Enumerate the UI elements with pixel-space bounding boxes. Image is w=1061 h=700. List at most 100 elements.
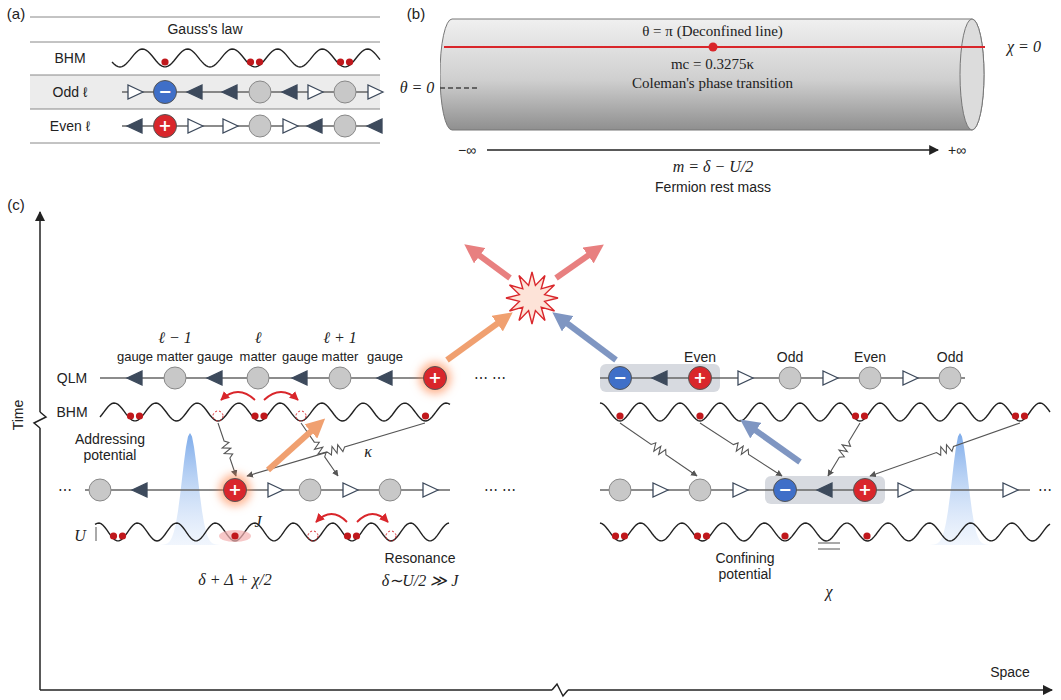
gauge-arrow: [307, 119, 322, 133]
table-rule: [30, 143, 380, 144]
axis-end: −∞: [458, 142, 476, 158]
charge-sign: −: [158, 84, 171, 100]
gauge-arrow: [1003, 483, 1018, 497]
charge-sign: +: [158, 118, 171, 134]
axis-label: Space: [990, 664, 1030, 680]
gauge-arrow: [127, 371, 142, 385]
cylinder-body: [440, 19, 984, 130]
row-label: QLM: [57, 370, 87, 386]
gauge-arrow: [187, 85, 202, 99]
boson-dot: [256, 58, 263, 65]
gauge-arrow: [377, 371, 392, 385]
row-label: BHM: [54, 50, 85, 66]
tilt-mark: [818, 549, 840, 550]
matter-site: [779, 367, 801, 389]
annotation: Confining potential: [705, 550, 785, 582]
boson-dot: [251, 412, 258, 419]
axis-label: m = δ − U/2: [673, 158, 754, 176]
axis-label: Time: [10, 400, 26, 431]
table-rule: [30, 109, 380, 110]
axis-label: Fermion rest mass: [655, 179, 771, 195]
bound-pair-band: [600, 364, 720, 392]
parity-label: Odd: [937, 349, 963, 365]
process-arrow: [447, 318, 505, 360]
gauge-arrow: [223, 119, 238, 133]
charge-sign: +: [693, 370, 706, 386]
gauge-arrow: [343, 483, 358, 497]
lattice-line: [100, 377, 445, 378]
coupling-line: [620, 423, 697, 476]
gauge-arrow: [207, 371, 222, 385]
hopping-arrow: [357, 514, 388, 522]
matter-site: [249, 115, 271, 137]
energy-label: U: [74, 527, 86, 545]
boson-dot: [1021, 412, 1028, 419]
laser-potential: [158, 433, 222, 545]
time-axis: [39, 212, 41, 412]
boson-dot: [119, 532, 126, 539]
matter-site: [89, 479, 111, 501]
potential-wave: [600, 523, 1050, 541]
energy-label: δ + Δ + χ/2: [198, 571, 271, 589]
matter-site: [249, 81, 271, 103]
site-type: gauge: [117, 350, 153, 365]
site-index: ℓ − 1: [158, 329, 191, 347]
positive-charge: +: [688, 366, 712, 390]
potential-wave: [100, 403, 450, 421]
positive-charge: +: [423, 366, 447, 390]
gauge-arrow: [268, 483, 283, 497]
ellipsis: ⋯ ⋯: [484, 482, 516, 498]
gauge-arrow: [898, 483, 913, 497]
gauge-arrow: [308, 85, 323, 99]
collision-burst: [506, 272, 558, 324]
matter-site: [689, 479, 711, 501]
boson-dot: [260, 412, 267, 419]
boson-dot: [136, 412, 143, 419]
table-rule: [30, 42, 380, 43]
gauge-arrow: [368, 85, 383, 99]
boson-dot: [703, 532, 710, 539]
gauge-arrow: [652, 371, 667, 385]
row-label: BHM: [56, 404, 87, 420]
matter-site: [334, 81, 356, 103]
site-type: matter: [322, 350, 359, 365]
boson-dot: [344, 532, 351, 539]
site-type: gauge: [197, 350, 233, 365]
theta-zero-line: [440, 87, 478, 88]
boson-dot: [337, 58, 344, 65]
matter-site: [939, 367, 961, 389]
boson-dot: [422, 412, 429, 419]
boson-dot: [353, 532, 360, 539]
gauge-arrow: [282, 85, 297, 99]
row-label: Even ℓ: [50, 118, 90, 134]
line-label: θ = π (Deconfined line): [642, 23, 783, 40]
boson-dot: [612, 532, 619, 539]
boson-dot: [861, 412, 868, 419]
site-type: matter: [157, 350, 194, 365]
potential-wave: [600, 403, 1050, 421]
panel-label: (b): [407, 5, 425, 22]
gauge-arrow: [733, 483, 748, 497]
gauge-arrow: [292, 371, 307, 385]
coupling-line: [218, 423, 236, 476]
positive-charge: +: [153, 114, 177, 138]
process-arrow: [560, 318, 616, 360]
panel-label: (a): [7, 5, 25, 22]
transition-label: Coleman's phase transition: [632, 75, 793, 92]
matter-site: [334, 115, 356, 137]
negative-charge: −: [773, 478, 797, 502]
boson-dot: [863, 532, 870, 539]
boundary-label: θ = 0: [400, 79, 435, 97]
panel-label: (c): [7, 196, 25, 213]
tunneling-glow: [219, 530, 251, 542]
charge-sign: −: [778, 482, 791, 498]
coupling-line: [700, 423, 782, 476]
empty-site: [386, 531, 396, 541]
positive-charge: +: [223, 478, 247, 502]
ellipsis: ⋯: [1038, 482, 1052, 498]
boson-dot: [1012, 412, 1019, 419]
parity-label: Even: [854, 349, 886, 365]
boson-dot: [694, 532, 701, 539]
empty-site: [213, 411, 223, 421]
